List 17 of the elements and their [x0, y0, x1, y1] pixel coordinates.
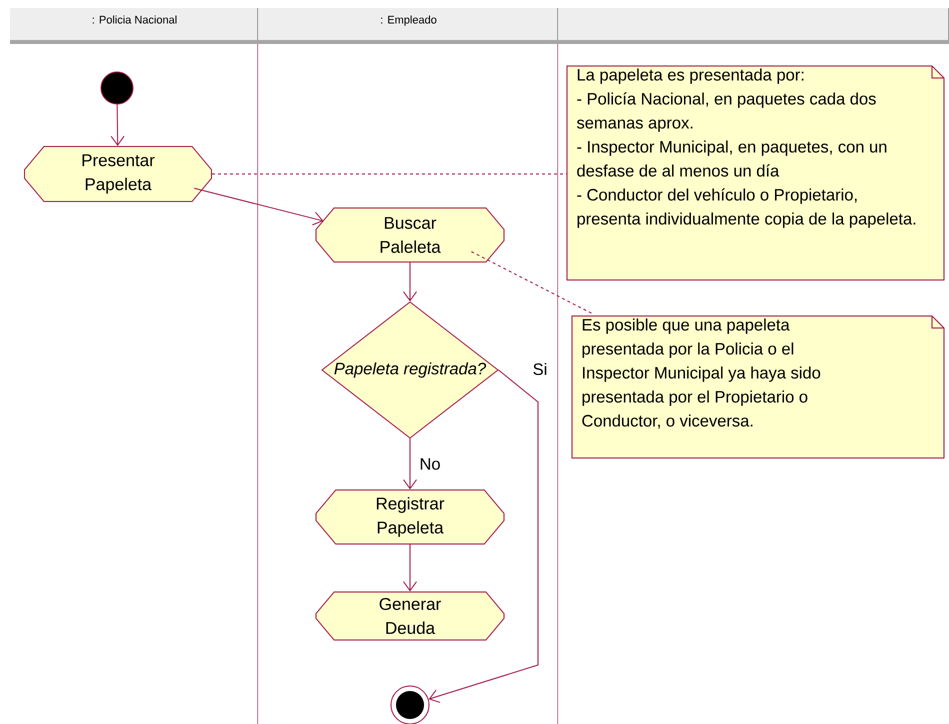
arrow	[428, 370, 538, 703]
start-circle	[100, 72, 134, 104]
arrow	[403, 544, 417, 592]
arrow	[403, 438, 417, 490]
note: La papeleta es presentada por: - Policía Nacional, en paquetes cada dos semanas aprox. - Inspector Municipal, en paquetes, con un desfase de al menos un día - Conductor del vehículo o Propietario, presenta individualmente copia de la papeleta.	[566, 66, 944, 280]
edge-label: Si	[533, 362, 546, 376]
note: Es posible que una papeleta presentada por la Policia o el Inspector Municipal ya haya sido presentada por el Propietario o Conductor, o viceversa.	[572, 316, 944, 458]
arrow	[403, 262, 417, 302]
action-box: Presentar Papeleta	[24, 146, 212, 202]
arrow	[110, 104, 125, 146]
action-box: Registrar Papeleta	[316, 490, 504, 544]
arrow	[194, 188, 324, 226]
edge-label: No	[420, 458, 440, 470]
node-label: : Empleado	[381, 16, 436, 26]
action-box: Buscar Paleleta	[316, 208, 504, 262]
end-circle	[390, 686, 430, 724]
action-box: Generar Deuda	[316, 592, 504, 640]
